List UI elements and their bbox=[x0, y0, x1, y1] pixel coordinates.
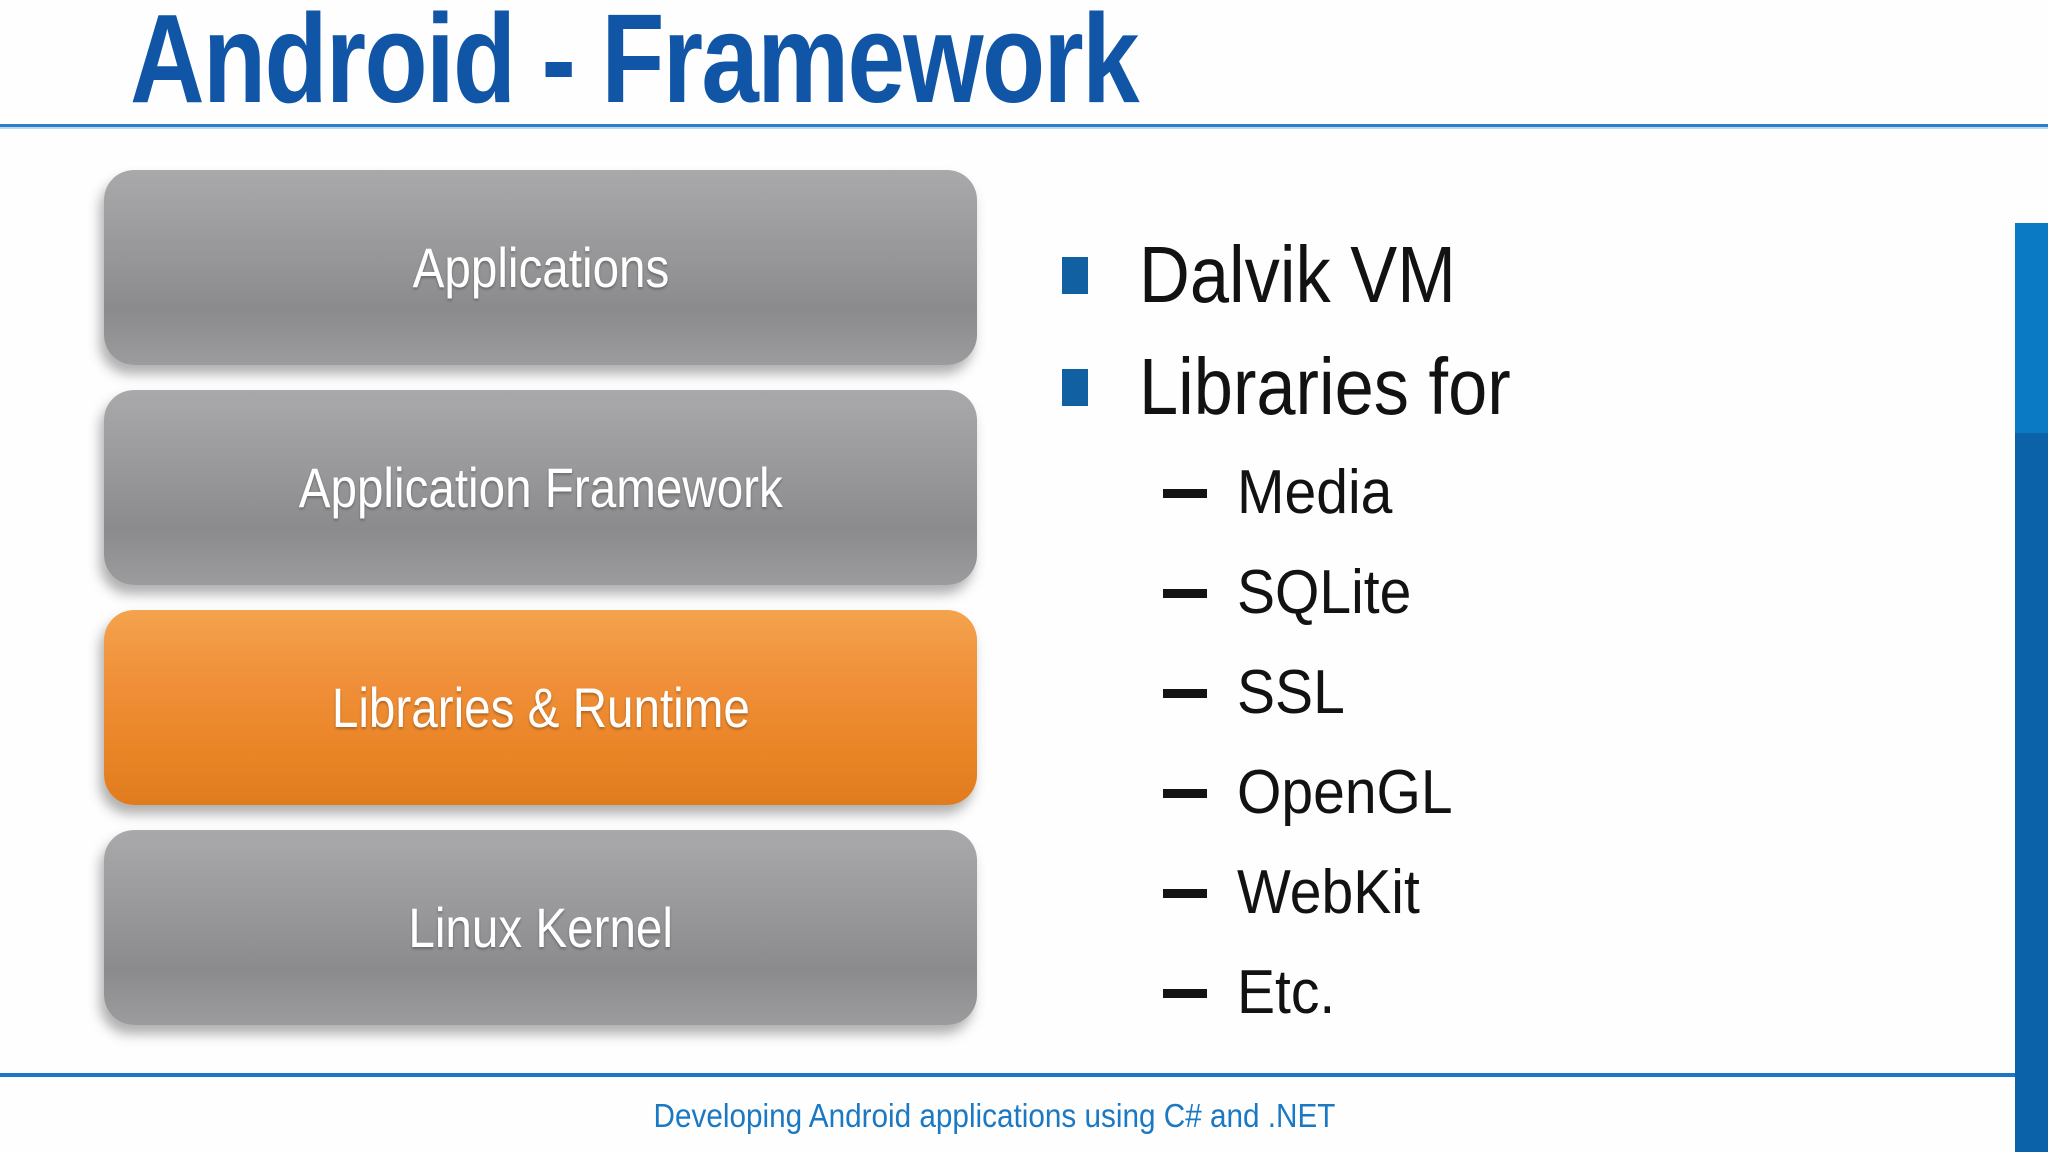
list-item-ssl: SSL bbox=[1163, 643, 2002, 743]
slide-title: Android - Framework bbox=[130, 0, 1140, 129]
title-divider bbox=[0, 124, 2048, 129]
list-item-label: SSL bbox=[1237, 658, 1345, 727]
list-item-dalvik-vm: Dalvik VM bbox=[1062, 219, 2002, 331]
dash-bullet-icon bbox=[1163, 688, 1207, 698]
dash-bullet-icon bbox=[1163, 488, 1207, 498]
list-item-label: SQLite bbox=[1237, 558, 1412, 627]
square-bullet-icon bbox=[1062, 256, 1088, 294]
list-item-label: Media bbox=[1237, 458, 1393, 527]
footer-divider bbox=[0, 1073, 2048, 1077]
stack-box-label: Applications bbox=[412, 235, 669, 299]
bullet-list: Dalvik VM Libraries for Media SQLite SSL… bbox=[1062, 219, 2002, 1043]
footer-text: Developing Android applications using C#… bbox=[653, 1097, 1336, 1134]
stack-box-applications: Applications bbox=[104, 170, 977, 365]
dash-bullet-icon bbox=[1163, 988, 1207, 998]
list-item-sqlite: SQLite bbox=[1163, 543, 2002, 643]
stack-box-label: Libraries & Runtime bbox=[331, 675, 750, 739]
list-item-label: Etc. bbox=[1237, 958, 1336, 1027]
square-bullet-icon bbox=[1062, 368, 1088, 406]
list-item-label: Libraries for bbox=[1139, 342, 1511, 431]
right-edge-bar bbox=[2015, 223, 2048, 1152]
list-item-etc: Etc. bbox=[1163, 943, 2002, 1043]
dash-bullet-icon bbox=[1163, 588, 1207, 598]
stack-box-application-framework: Application Framework bbox=[104, 390, 977, 585]
stack-box-label: Application Framework bbox=[298, 455, 783, 519]
list-item-label: WebKit bbox=[1237, 858, 1420, 927]
list-item-label: Dalvik VM bbox=[1139, 230, 1456, 319]
stack-box-linux-kernel: Linux Kernel bbox=[104, 830, 977, 1025]
list-item-label: OpenGL bbox=[1237, 758, 1453, 827]
list-item-webkit: WebKit bbox=[1163, 843, 2002, 943]
stack-box-libraries-runtime: Libraries & Runtime bbox=[104, 610, 977, 805]
framework-stack-diagram: Applications Application Framework Libra… bbox=[104, 170, 977, 1050]
stack-box-label: Linux Kernel bbox=[408, 895, 673, 959]
dash-bullet-icon bbox=[1163, 788, 1207, 798]
list-item-media: Media bbox=[1163, 443, 2002, 543]
dash-bullet-icon bbox=[1163, 888, 1207, 898]
list-item-libraries-for: Libraries for bbox=[1062, 331, 2002, 443]
list-item-opengl: OpenGL bbox=[1163, 743, 2002, 843]
